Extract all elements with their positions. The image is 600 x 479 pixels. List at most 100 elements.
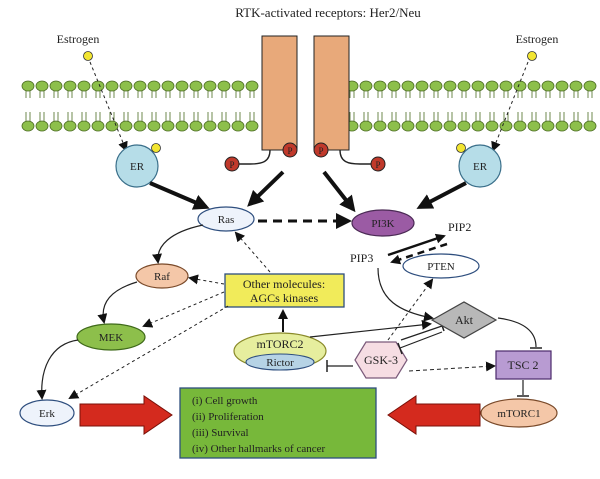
akt-inhibit-tsc2	[497, 317, 537, 348]
lipid-head	[527, 120, 541, 132]
lipid-tail	[123, 112, 129, 121]
outcome-item: (iv) Other hallmarks of cancer	[192, 443, 325, 455]
lipid-head	[77, 120, 91, 132]
receptor-to-ras-arrow	[247, 170, 285, 207]
lipid-head	[133, 80, 147, 92]
svg-text:P: P	[375, 160, 380, 170]
lipid-tail	[517, 112, 523, 121]
lipid-head	[105, 120, 119, 132]
lipid-tail	[531, 112, 537, 121]
lipid-tail	[433, 91, 439, 98]
lipid-tail	[39, 91, 45, 98]
lipid-head	[77, 80, 91, 92]
lipid-head	[457, 120, 471, 132]
lipid-tail	[349, 91, 355, 98]
svg-text:Raf: Raf	[154, 271, 170, 283]
lipid-head	[429, 80, 443, 92]
lipid-tail	[405, 112, 411, 121]
other-to-ras-arrow	[234, 231, 271, 273]
estrogen-label-left: Estrogen	[57, 32, 100, 46]
svg-text:P: P	[229, 160, 234, 170]
lipid-tail	[587, 112, 593, 121]
lipid-tail	[53, 112, 59, 121]
lipid-tail	[123, 91, 129, 98]
svg-text:P: P	[318, 146, 323, 156]
lipid-head	[471, 80, 485, 92]
cell-membrane	[21, 80, 597, 132]
pten-node: PTEN	[402, 253, 480, 279]
lipid-head	[147, 80, 161, 92]
svg-text:PI3K: PI3K	[371, 218, 394, 230]
lipid-head	[119, 120, 133, 132]
lipid-tail	[53, 91, 59, 98]
lipid-tail	[573, 112, 579, 121]
lipid-head	[485, 120, 499, 132]
raf-node: Raf	[135, 263, 189, 289]
lipid-head	[555, 80, 569, 92]
svg-text:mTORC1: mTORC1	[497, 408, 540, 420]
lipid-head	[35, 80, 49, 92]
other-to-mek-arrow	[142, 291, 225, 328]
lipid-tail	[545, 91, 551, 98]
lipid-tail	[81, 112, 87, 121]
lipid-head	[91, 120, 105, 132]
phospho-left-inner: P	[282, 142, 298, 158]
lipid-tail	[419, 112, 425, 121]
other-to-erk-arrow	[68, 305, 229, 400]
outcome-item: (iii) Survival	[192, 427, 249, 439]
lipid-head	[373, 120, 387, 132]
other-to-raf-arrow	[188, 274, 225, 285]
gsk3-to-tsc2-arrow	[408, 361, 496, 372]
phospho-right-outer: P	[370, 156, 386, 172]
er-left-node: ER	[115, 143, 161, 188]
lipid-head	[359, 80, 373, 92]
receptor-to-pi3k-arrow	[322, 170, 356, 213]
svg-text:TSC 2: TSC 2	[507, 358, 538, 372]
pip3-label: PIP3	[350, 251, 373, 265]
lipid-tail	[67, 91, 73, 98]
svg-text:GSK-3: GSK-3	[364, 353, 398, 367]
lipid-head	[513, 80, 527, 92]
lipid-head	[499, 80, 513, 92]
lipid-head	[63, 120, 77, 132]
lipid-head	[133, 120, 147, 132]
lipid-head	[527, 80, 541, 92]
svg-text:AGCs kinases: AGCs kinases	[250, 291, 319, 305]
lipid-tail	[349, 112, 355, 121]
lipid-tail	[545, 112, 551, 121]
er-right-to-pi3k-arrow	[416, 181, 467, 209]
lipid-tail	[193, 91, 199, 98]
lipid-head	[203, 120, 217, 132]
her2-receptor-left	[261, 35, 298, 151]
lipid-head	[555, 120, 569, 132]
lipid-tail	[377, 112, 383, 121]
her2-receptor-right	[313, 35, 350, 151]
svg-text:Other molecules:: Other molecules:	[243, 277, 325, 291]
pip3-to-pip2-arrow	[387, 233, 446, 257]
gsk3-inhibit-akt	[400, 325, 443, 341]
lipid-tail	[503, 91, 509, 98]
lipid-tail	[67, 112, 73, 121]
lipid-head	[401, 80, 415, 92]
lipid-head	[63, 80, 77, 92]
lipid-tail	[95, 91, 101, 98]
svg-text:Rictor: Rictor	[266, 357, 294, 369]
erk-node: Erk	[19, 399, 75, 427]
lipid-tail	[249, 112, 255, 121]
estrogen-molecule-left	[83, 51, 93, 61]
lipid-tail	[517, 91, 523, 98]
lipid-tail	[363, 112, 369, 121]
lipid-tail	[447, 91, 453, 98]
lipid-head	[499, 120, 513, 132]
lipid-tail	[419, 91, 425, 98]
lipid-tail	[249, 91, 255, 98]
lipid-head	[189, 120, 203, 132]
lipid-head	[457, 80, 471, 92]
lipid-head	[245, 120, 259, 132]
lipid-head	[161, 80, 175, 92]
lipid-head	[21, 80, 35, 92]
lipid-head	[35, 120, 49, 132]
lipid-tail	[179, 91, 185, 98]
